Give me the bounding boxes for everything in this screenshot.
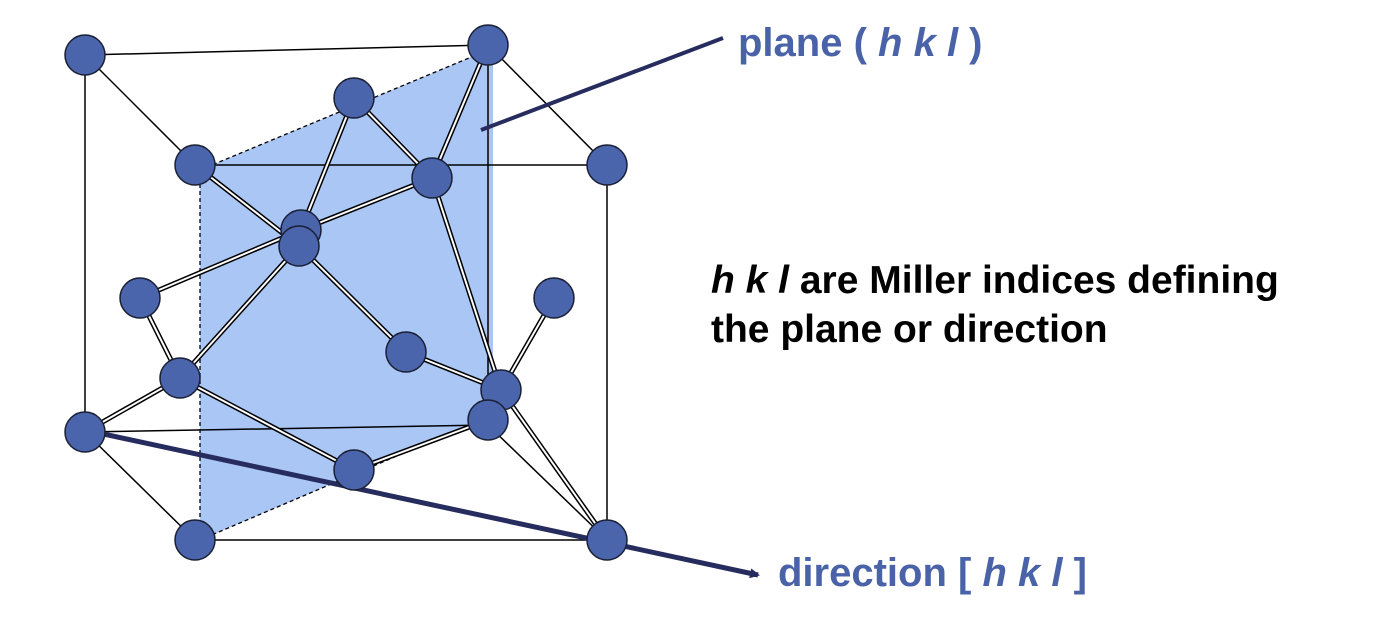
bond-core bbox=[431, 44, 489, 179]
unit-cell-cube bbox=[84, 44, 608, 541]
atom-circle-icon bbox=[174, 144, 216, 186]
direction-label-prefix: direction [ bbox=[778, 551, 983, 595]
direction-label: direction [ h k l ] bbox=[778, 548, 1087, 598]
atom-circle-icon bbox=[385, 331, 427, 373]
bond-core bbox=[300, 177, 433, 231]
atom-circle-icon bbox=[586, 519, 628, 561]
atoms bbox=[64, 24, 628, 561]
atom-circle-icon bbox=[119, 277, 161, 319]
plane-label-suffix: ) bbox=[958, 21, 983, 65]
bond-core bbox=[500, 389, 608, 541]
miller-note-line-2: the plane or direction bbox=[711, 307, 1108, 351]
atom-circle-icon bbox=[467, 399, 509, 441]
direction-label-suffix: ] bbox=[1062, 551, 1087, 595]
atom-circle-icon bbox=[64, 411, 106, 453]
miller-note-indices: h k l bbox=[711, 259, 790, 302]
bond-core bbox=[179, 377, 355, 471]
direction-label-indices: h k l bbox=[982, 551, 1063, 595]
atom-circle-icon bbox=[586, 144, 628, 186]
atom-circle-icon bbox=[64, 34, 106, 76]
miller-note-rest: are Miller indices defining bbox=[789, 259, 1279, 302]
direction-arrow bbox=[84, 427, 760, 579]
atom-circle-icon bbox=[411, 157, 453, 199]
atom-circle-icon bbox=[533, 277, 575, 319]
plane-label-indices: h k l bbox=[878, 21, 959, 65]
plane-pointer-line bbox=[480, 36, 724, 132]
atom-circle-icon bbox=[174, 519, 216, 561]
atom-circle-icon bbox=[278, 225, 320, 267]
plane-label-prefix: plane ( bbox=[738, 21, 879, 65]
bond-core bbox=[431, 177, 502, 391]
bond-core bbox=[139, 229, 302, 299]
bond-core bbox=[179, 245, 300, 379]
miller-note-line-1: h k l are Miller indices defining bbox=[711, 257, 1279, 306]
atom-circle-icon bbox=[333, 449, 375, 491]
bond-core bbox=[298, 245, 407, 353]
atom-circle-icon bbox=[159, 357, 201, 399]
bond-core bbox=[353, 419, 489, 471]
atom-circle-icon bbox=[467, 24, 509, 66]
bond-core bbox=[300, 97, 355, 231]
plane-label: plane ( h k l ) bbox=[738, 18, 983, 68]
atom-circle-icon bbox=[333, 77, 375, 119]
